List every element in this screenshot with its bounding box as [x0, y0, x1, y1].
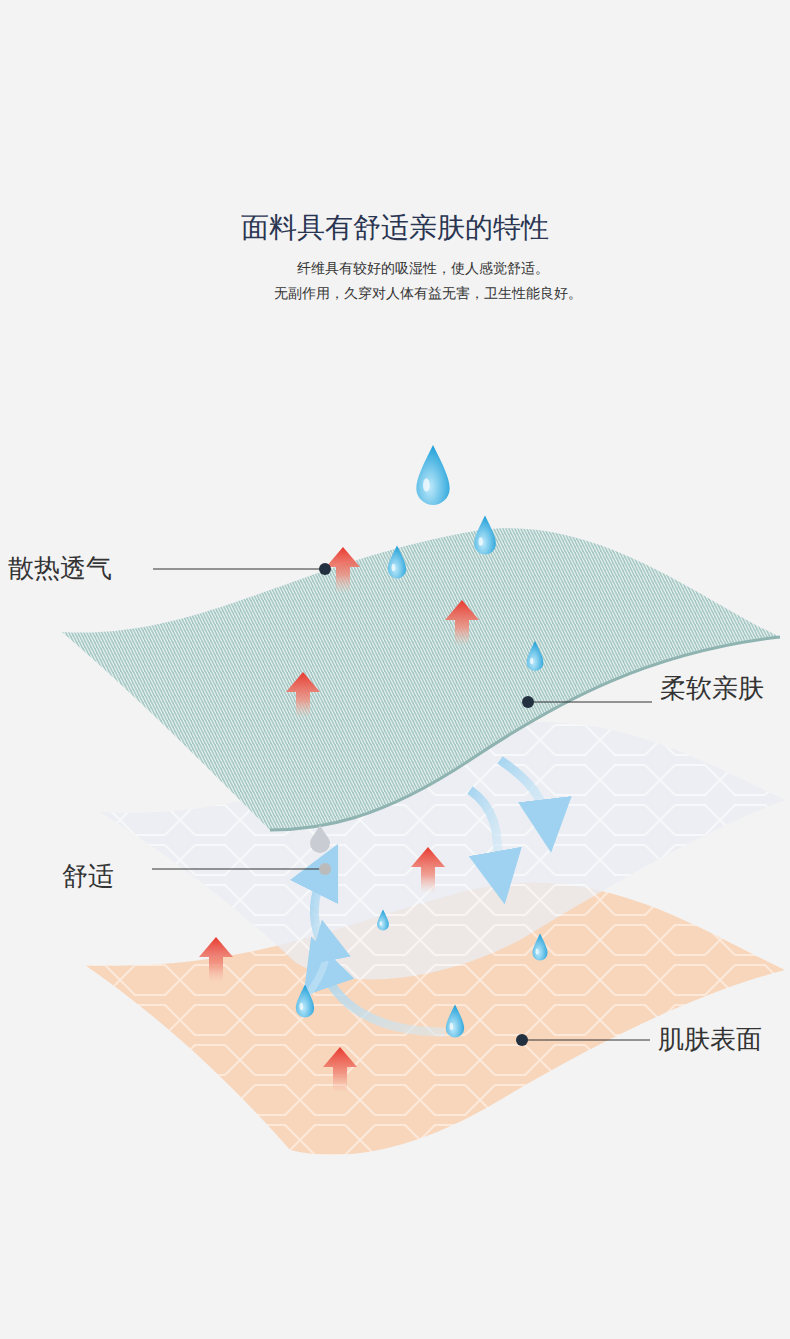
- callout-label: 柔软亲肤: [660, 673, 764, 704]
- subtitle-line: 纤维具有较好的吸湿性，使人感觉舒适。: [297, 260, 549, 277]
- title: 面料具有舒适亲肤的特性: [241, 211, 549, 245]
- callout-label: 肌肤表面: [658, 1024, 762, 1055]
- callout-label: 散热透气: [8, 553, 112, 584]
- subtitle-line: 无副作用，久穿对人体有益无害，卫生性能良好。: [274, 285, 582, 302]
- callout-label: 舒适: [62, 861, 114, 892]
